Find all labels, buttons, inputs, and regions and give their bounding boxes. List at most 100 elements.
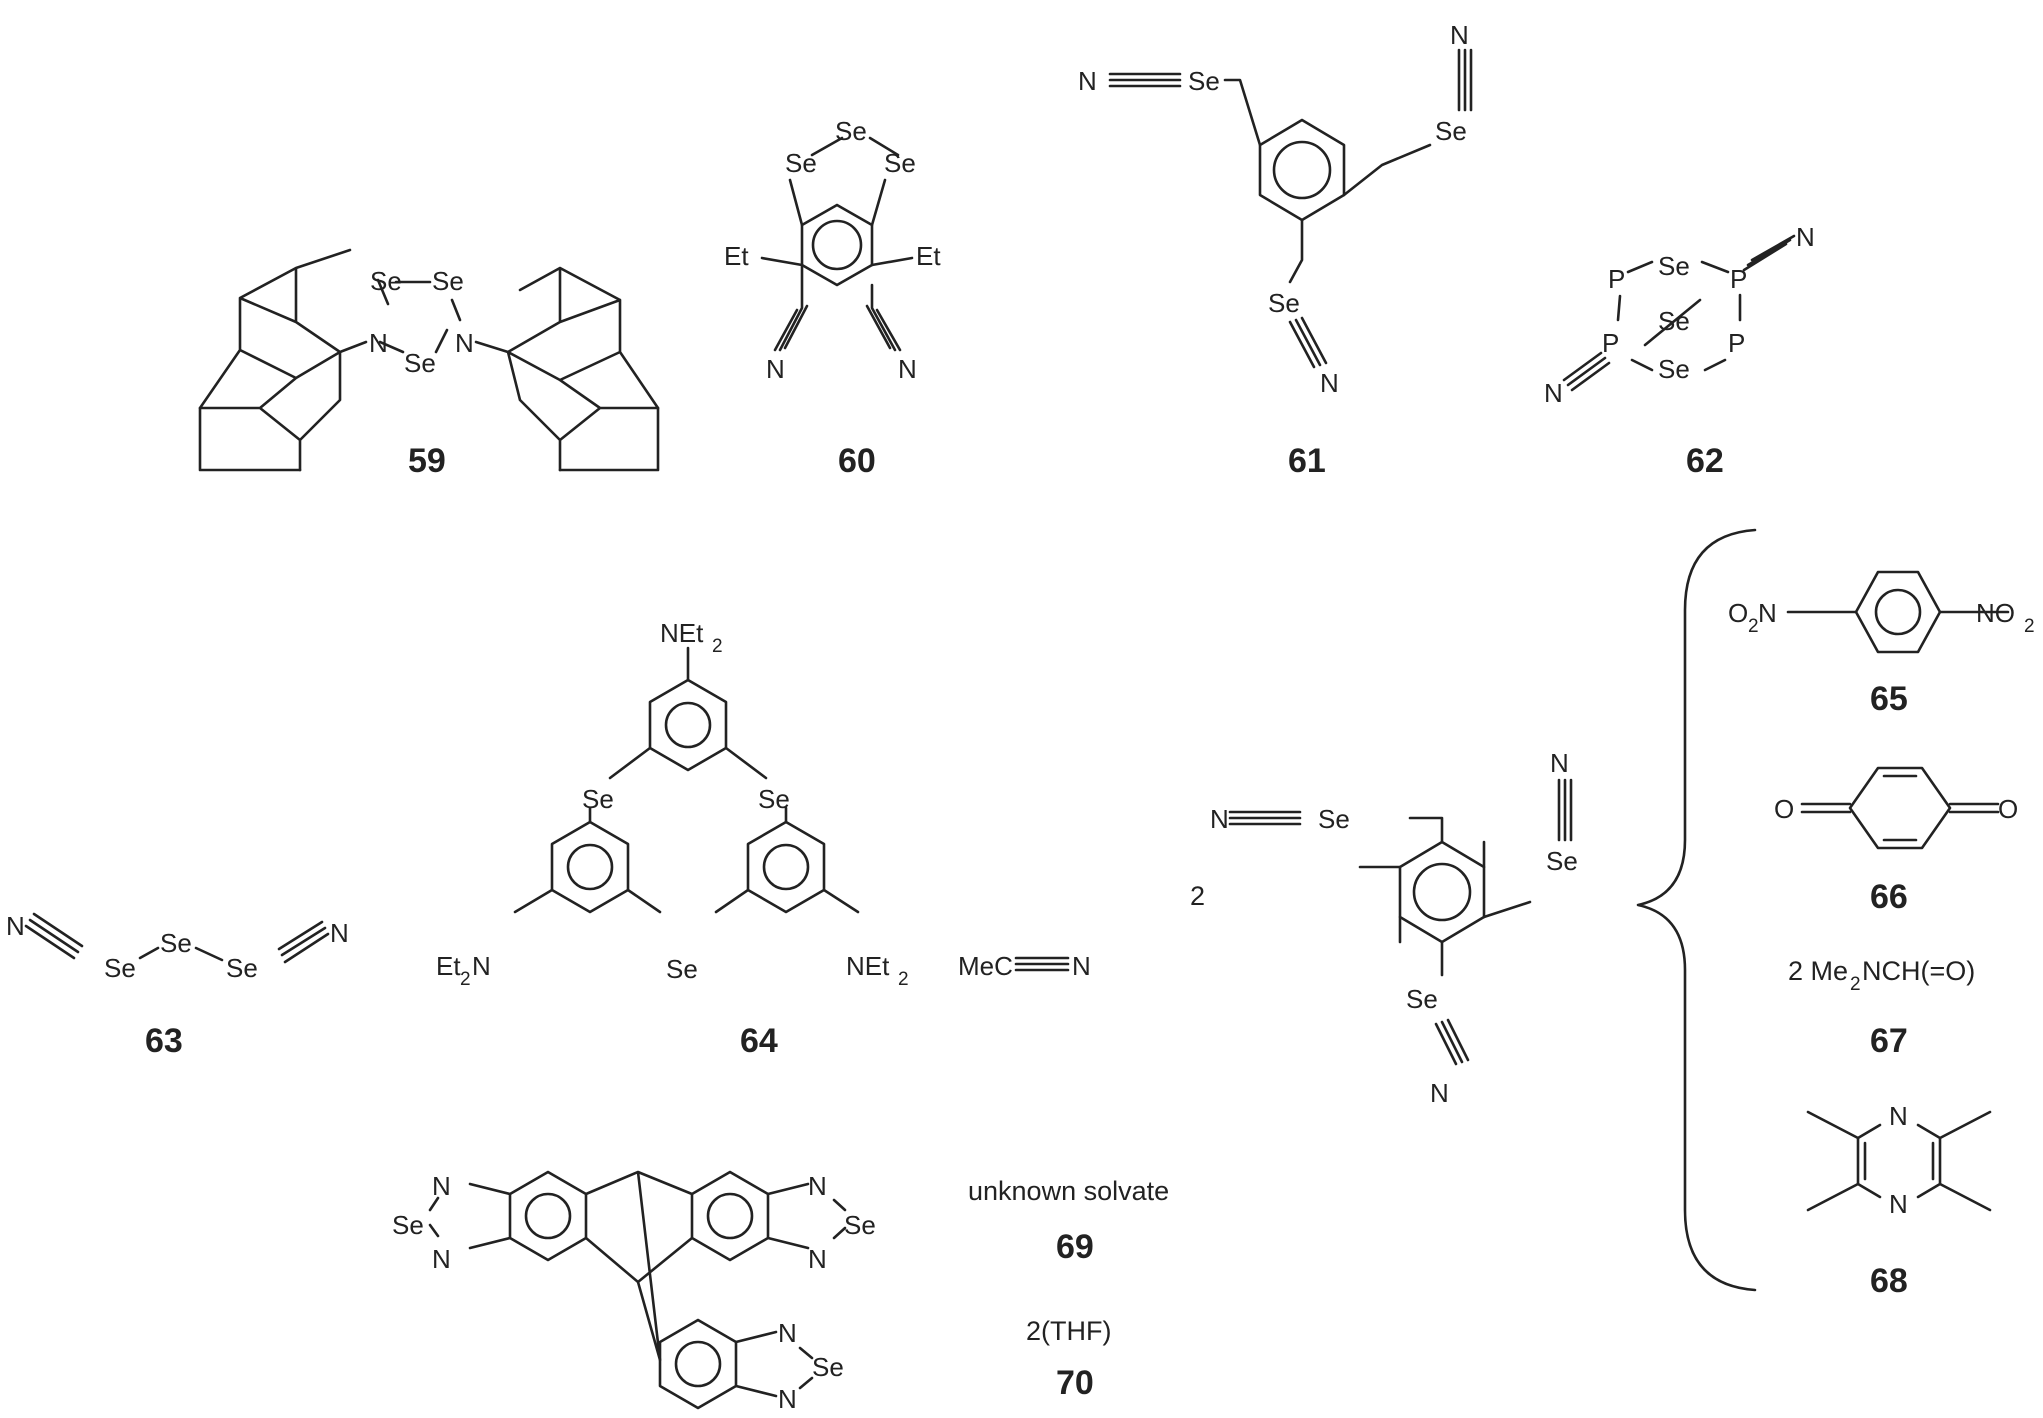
atom-n: N: [1072, 951, 1091, 981]
compound-label-62: 62: [1686, 442, 1724, 480]
subscript: 2: [1748, 616, 1759, 637]
subscript: 2: [712, 636, 723, 657]
compound-59: Se Se N N Se 59: [198, 248, 660, 480]
solvate-note-70: 2(THF): [1026, 1316, 1111, 1346]
atom-n: N: [1450, 20, 1469, 50]
compound-label-59: 59: [408, 442, 446, 480]
compound-label-67: 67: [1870, 1022, 1908, 1060]
atom-se: Se: [1406, 984, 1438, 1014]
atom-o: O: [1998, 794, 2018, 824]
atom-se: Se: [432, 266, 464, 296]
atom-o: O: [1728, 598, 1748, 628]
compound-label-69: 69: [1056, 1228, 1094, 1266]
atom-se: Se: [884, 148, 916, 178]
atom-n: N: [330, 918, 349, 948]
stoichiometry-2: 2: [1190, 881, 1205, 911]
atom-n: N: [1320, 368, 1339, 398]
host-molecule: 2 N Se N Se Se N: [1190, 748, 1578, 1108]
atom-n: N: [369, 328, 388, 358]
atom-se: Se: [666, 954, 698, 984]
compound-69-70: N Se N N Se N N Se N unknown solvate 69 …: [392, 1170, 1169, 1414]
atom-n: N: [808, 1171, 827, 1201]
atom-se: Se: [404, 348, 436, 378]
atom-n: N: [766, 354, 785, 384]
atom-n: NEt: [846, 951, 890, 981]
atom-n: N: [808, 1244, 827, 1274]
compound-label-65: 65: [1870, 680, 1908, 718]
atom-n: N: [1544, 378, 1563, 408]
atom-p: P: [1602, 328, 1619, 358]
atom-n: N: [472, 951, 491, 981]
atom-no: NO: [1976, 598, 2015, 628]
compound-label-66: 66: [1870, 878, 1908, 916]
atom-se: Se: [758, 784, 790, 814]
grouping-brace: [1636, 528, 1757, 1292]
compound-60: Se Se Se Et Et N N 60: [724, 116, 941, 480]
compound-label-68: 68: [1870, 1262, 1908, 1300]
compound-label-70: 70: [1056, 1364, 1094, 1402]
compound-66: O O 66: [1774, 766, 2018, 916]
atom-n: N: [1550, 748, 1569, 778]
atom-p: P: [1728, 328, 1745, 358]
atom-n: N: [778, 1384, 797, 1414]
atom-n: N: [455, 328, 474, 358]
atom-mec: MeC: [958, 951, 1013, 981]
atom-n: N: [1889, 1189, 1908, 1219]
atom-se: Se: [392, 1210, 424, 1240]
subscript: 2: [2024, 616, 2035, 637]
compound-61: N Se N Se Se N 61: [1078, 20, 1473, 480]
atom-se: Se: [1435, 116, 1467, 146]
atom-se: Se: [1658, 306, 1690, 336]
atom-n: N: [1078, 66, 1097, 96]
atom-se: Se: [1658, 354, 1690, 384]
atom-se: Se: [785, 148, 817, 178]
subscript: 2: [460, 969, 471, 990]
atom-et: Et: [724, 241, 749, 271]
atom-n: N: [1889, 1101, 1908, 1131]
compound-68: N N 68: [1806, 1101, 1992, 1300]
atom-se: Se: [1318, 804, 1350, 834]
atom-se: Se: [370, 266, 402, 296]
atom-se: Se: [835, 116, 867, 146]
subscript: 2: [898, 969, 909, 990]
atom-se: Se: [104, 953, 136, 983]
atom-n: N: [1758, 598, 1777, 628]
atom-o: O: [1774, 794, 1794, 824]
atom-n: N: [432, 1244, 451, 1274]
atom-n: N: [432, 1171, 451, 1201]
compound-67: 2 Me 2 NCH(=O) 67: [1788, 956, 1975, 1060]
compound-label-60: 60: [838, 442, 876, 480]
atom-et: Et: [916, 241, 941, 271]
compound-label-64: 64: [740, 1022, 778, 1060]
atom-se: Se: [226, 953, 258, 983]
atom-se: Se: [812, 1352, 844, 1382]
solvate-note-69: unknown solvate: [968, 1176, 1169, 1206]
atom-n: N: [1430, 1078, 1449, 1108]
atom-n: N: [6, 911, 25, 941]
compound-62: P Se P Se P P Se N N 62: [1544, 222, 1815, 480]
atom-p: P: [1608, 264, 1625, 294]
atom-se: Se: [1546, 846, 1578, 876]
compound-label-63: 63: [145, 1022, 183, 1060]
compound-label-61: 61: [1288, 442, 1326, 480]
atom-n: Et: [436, 951, 461, 981]
atom-se: Se: [1658, 251, 1690, 281]
subscript: 2: [1850, 974, 1861, 995]
compound-63: N Se Se Se N 63: [6, 911, 349, 1060]
atom-se: Se: [160, 928, 192, 958]
atom-se: Se: [844, 1210, 876, 1240]
compound-65: O 2 N NO 2 65: [1728, 570, 2035, 718]
atom-se: Se: [582, 784, 614, 814]
atom-se: Se: [1268, 288, 1300, 318]
dmf-formula-prefix: 2 Me: [1788, 956, 1848, 986]
atom-n: NEt: [660, 618, 704, 648]
atom-n: N: [1796, 222, 1815, 252]
atom-n: N: [1210, 804, 1229, 834]
atom-n: N: [898, 354, 917, 384]
atom-se: Se: [1188, 66, 1220, 96]
compound-64: NEt 2 Se Se Se Et 2 N NEt 2 MeC N 64: [436, 618, 1091, 1060]
atom-n: N: [778, 1318, 797, 1348]
atom-p: P: [1730, 264, 1747, 294]
dmf-formula-suffix: NCH(=O): [1862, 956, 1975, 986]
